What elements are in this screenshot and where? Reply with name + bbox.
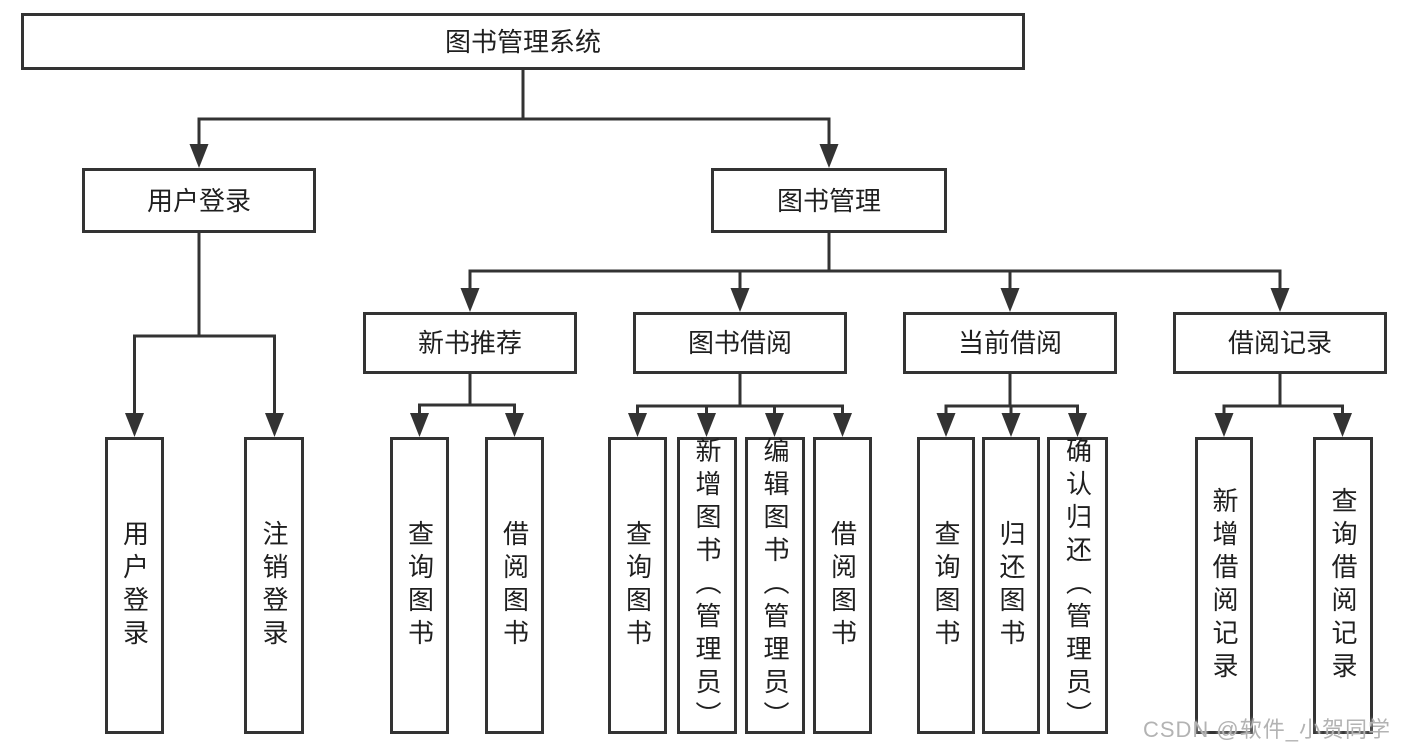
- node-borrow-records: 借阅记录: [1173, 312, 1387, 374]
- leaf-query-books-1: 查询图书: [390, 437, 449, 734]
- leaf-label: 编辑图书（管理员）: [760, 437, 790, 734]
- leaf-borrow-books-2: 借阅图书: [813, 437, 872, 734]
- leaf-label: 借阅图书: [827, 519, 858, 652]
- leaf-label: 归还图书: [996, 519, 1026, 652]
- leaf-borrow-books-1: 借阅图书: [485, 437, 544, 734]
- node-root: 图书管理系统: [21, 13, 1025, 70]
- node-book-borrowing: 图书借阅: [633, 312, 847, 374]
- leaf-query-books-3: 查询图书: [917, 437, 975, 734]
- leaf-add-borrow-record: 新增借阅记录: [1195, 437, 1253, 734]
- leaf-query-borrow-record: 查询借阅记录: [1313, 437, 1373, 734]
- connector-current-borrowing-branch: [936, 374, 1087, 437]
- connector-root-to-level2: [189, 70, 839, 168]
- leaf-label: 借阅图书: [499, 519, 530, 652]
- leaf-label: 查询图书: [404, 519, 435, 652]
- leaf-query-books-2: 查询图书: [608, 437, 667, 734]
- connector-book-borrowing-branch: [628, 374, 852, 437]
- leaf-user-login: 用户登录: [105, 437, 164, 734]
- csdn-watermark: CSDN @软件_小贺同学: [1142, 717, 1391, 742]
- connector-user-login-branch: [125, 233, 284, 437]
- leaf-edit-books-admin: 编辑图书（管理员）: [745, 437, 805, 734]
- leaf-label: 新增图书（管理员）: [692, 437, 722, 734]
- node-book-management: 图书管理: [711, 168, 947, 233]
- leaf-label: 用户登录: [119, 519, 150, 652]
- connector-new-books-branch: [410, 374, 524, 437]
- node-current-borrowing: 当前借阅: [903, 312, 1117, 374]
- leaf-label: 新增借阅记录: [1209, 486, 1239, 685]
- leaf-label: 查询图书: [622, 519, 653, 652]
- node-user-login: 用户登录: [82, 168, 316, 233]
- leaf-label: 注销登录: [259, 519, 289, 652]
- connector-book-management-branch: [460, 233, 1290, 312]
- leaf-confirm-return-admin: 确认归还（管理员）: [1047, 437, 1108, 734]
- leaf-logout: 注销登录: [244, 437, 304, 734]
- connector-borrow-records-branch: [1214, 374, 1352, 437]
- leaf-label: 查询借阅记录: [1328, 486, 1358, 685]
- node-new-books: 新书推荐: [363, 312, 577, 374]
- leaf-label: 确认归还（管理员）: [1062, 437, 1093, 734]
- leaf-return-books: 归还图书: [982, 437, 1040, 734]
- leaf-label: 查询图书: [931, 519, 961, 652]
- leaf-add-books-admin: 新增图书（管理员）: [677, 437, 737, 734]
